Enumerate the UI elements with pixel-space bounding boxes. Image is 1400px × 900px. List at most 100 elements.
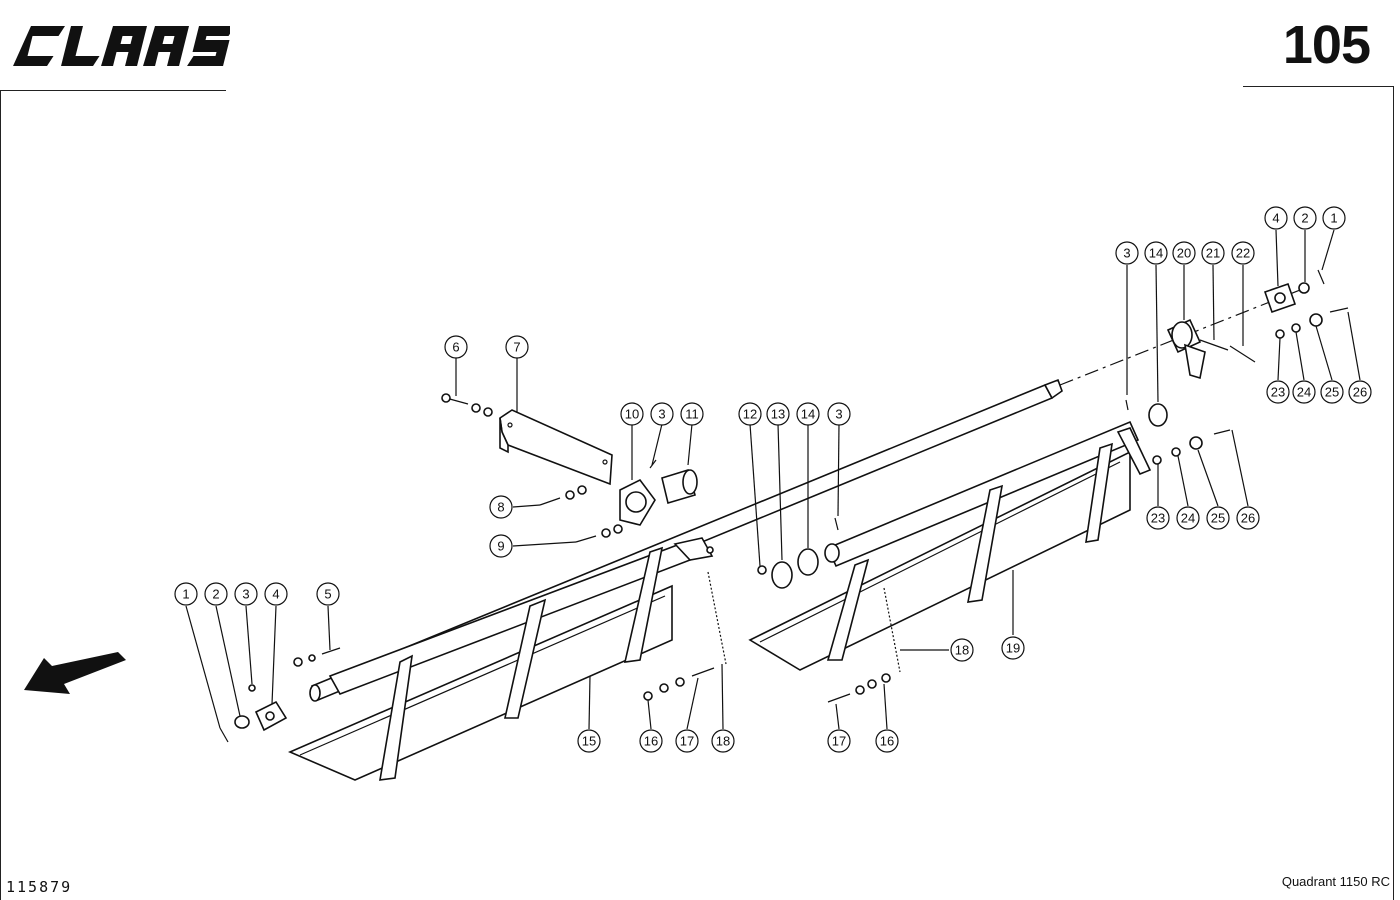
header-rule-left xyxy=(0,90,226,91)
arrow-left-down-icon xyxy=(24,652,126,694)
callout-25b: 25 xyxy=(1206,506,1230,530)
callout-number: 25 xyxy=(1211,511,1225,526)
model-label: Quadrant 1150 RC xyxy=(1281,874,1390,889)
callout-number: 17 xyxy=(832,734,846,749)
callout-9: 9 xyxy=(489,534,513,558)
callout-6: 6 xyxy=(444,335,468,359)
frame-right xyxy=(1393,86,1394,900)
end-assembly-left xyxy=(219,647,891,743)
callout-3b: 3 xyxy=(827,402,851,426)
header-rule-right xyxy=(1243,86,1393,87)
callout-number: 26 xyxy=(1241,511,1255,526)
callout-number: 7 xyxy=(513,340,520,355)
frame-left xyxy=(0,90,1,900)
callout-4a: 4 xyxy=(1264,206,1288,230)
callout-14a: 14 xyxy=(796,402,820,426)
callout-number: 18 xyxy=(955,643,969,658)
callout-number: 3 xyxy=(1123,246,1130,261)
callout-number: 3 xyxy=(658,407,665,422)
callout-1b: 1 xyxy=(174,582,198,606)
callout-16a: 16 xyxy=(639,729,663,753)
callout-20: 20 xyxy=(1172,241,1196,265)
callout-19: 19 xyxy=(1001,636,1025,660)
callout-number: 19 xyxy=(1006,641,1020,656)
callout-2a: 2 xyxy=(1293,206,1317,230)
callout-number: 16 xyxy=(880,734,894,749)
callout-number: 17 xyxy=(680,734,694,749)
callout-25a: 25 xyxy=(1320,380,1344,404)
callout-number: 5 xyxy=(324,587,331,602)
callout-number: 26 xyxy=(1353,385,1367,400)
callout-number: 15 xyxy=(582,734,596,749)
end-assembly-right xyxy=(1125,269,1349,465)
callout-number: 20 xyxy=(1177,246,1191,261)
callout-23b: 23 xyxy=(1146,506,1170,530)
callout-13: 13 xyxy=(766,402,790,426)
callout-number: 3 xyxy=(835,407,842,422)
callout-number: 25 xyxy=(1325,385,1339,400)
callout-10: 10 xyxy=(620,402,644,426)
bracket-plate xyxy=(499,409,613,486)
callout-4b: 4 xyxy=(264,582,288,606)
callout-3c: 3 xyxy=(1115,241,1139,265)
callout-number: 24 xyxy=(1181,511,1195,526)
callout-number: 1 xyxy=(1330,211,1337,226)
callout-number: 10 xyxy=(625,407,639,422)
flange-bearing xyxy=(619,468,698,526)
claas-logo xyxy=(13,26,230,66)
callout-8: 8 xyxy=(489,495,513,519)
callout-11: 11 xyxy=(680,402,704,426)
callout-number: 18 xyxy=(716,734,730,749)
leader-lines xyxy=(185,229,1361,730)
tine-bar-left xyxy=(287,543,692,781)
tine-bar-right xyxy=(748,420,1152,671)
callout-number: 12 xyxy=(743,407,757,422)
callout-number: 23 xyxy=(1271,385,1285,400)
callout-number: 24 xyxy=(1297,385,1311,400)
callout-number: 3 xyxy=(242,587,249,602)
callout-26b: 26 xyxy=(1236,506,1260,530)
callout-5: 5 xyxy=(316,582,340,606)
callout-15: 15 xyxy=(577,729,601,753)
callout-number: 9 xyxy=(497,539,504,554)
callout-18b: 18 xyxy=(950,638,974,662)
callout-12: 12 xyxy=(738,402,762,426)
callout-24b: 24 xyxy=(1176,506,1200,530)
callout-17a: 17 xyxy=(675,729,699,753)
callout-18a: 18 xyxy=(711,729,735,753)
callout-7: 7 xyxy=(505,335,529,359)
callout-3d: 3 xyxy=(234,582,258,606)
callout-number: 23 xyxy=(1151,511,1165,526)
callout-1a: 1 xyxy=(1322,206,1346,230)
callout-number: 2 xyxy=(1301,211,1308,226)
callout-21: 21 xyxy=(1201,241,1225,265)
callout-number: 14 xyxy=(801,407,815,422)
callout-number: 1 xyxy=(182,587,189,602)
drawing-number: 115879 xyxy=(6,878,73,896)
callout-22: 22 xyxy=(1231,241,1255,265)
callout-number: 8 xyxy=(497,500,504,515)
callout-number: 4 xyxy=(1272,211,1279,226)
callout-number: 4 xyxy=(272,587,279,602)
callout-3a: 3 xyxy=(650,402,674,426)
fasteners-upper xyxy=(441,393,714,561)
callout-16b: 16 xyxy=(875,729,899,753)
callout-14b: 14 xyxy=(1144,241,1168,265)
callout-2b: 2 xyxy=(204,582,228,606)
callout-number: 13 xyxy=(771,407,785,422)
callout-number: 2 xyxy=(212,587,219,602)
callout-number: 14 xyxy=(1149,246,1163,261)
callout-number: 21 xyxy=(1206,246,1220,261)
callout-24a: 24 xyxy=(1292,380,1316,404)
bearing-set-middle xyxy=(757,517,839,589)
callout-number: 6 xyxy=(452,340,459,355)
callout-17b: 17 xyxy=(827,729,851,753)
callout-26a: 26 xyxy=(1348,380,1372,404)
callout-number: 16 xyxy=(644,734,658,749)
callout-23a: 23 xyxy=(1266,380,1290,404)
page-number: 105 xyxy=(1282,15,1371,75)
callout-number: 22 xyxy=(1236,246,1250,261)
